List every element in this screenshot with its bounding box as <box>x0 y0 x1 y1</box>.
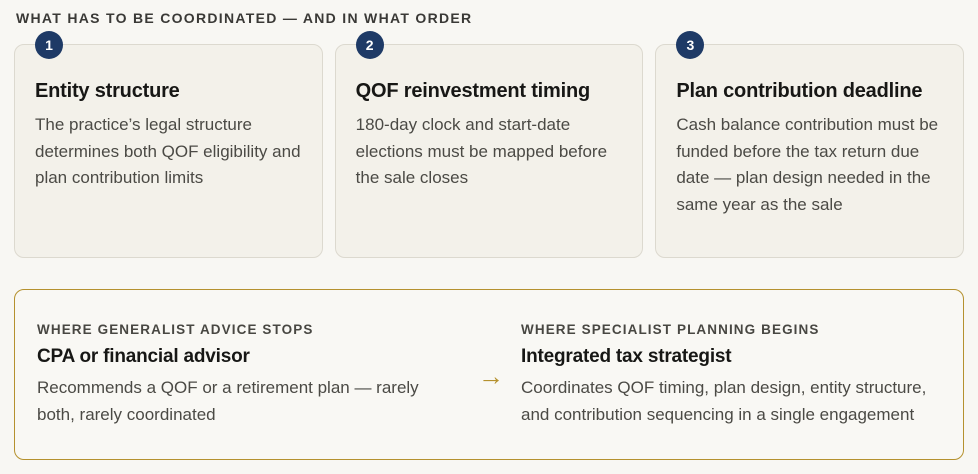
generalist-column: WHERE GENERALIST ADVICE STOPS CPA or fin… <box>37 321 461 428</box>
step-card-description: The practice’s legal structure determine… <box>35 115 301 187</box>
specialist-eyebrow: WHERE SPECIALIST PLANNING BEGINS <box>521 322 820 337</box>
step-card-description: Cash balance contribution must be funded… <box>676 115 939 214</box>
arrow-right-icon: → <box>478 360 504 391</box>
specialist-description: Coordinates QOF timing, plan design, ent… <box>521 378 927 424</box>
specialist-title: Integrated tax strategist <box>521 346 732 367</box>
section-title: WHAT HAS TO BE COORDINATED — AND IN WHAT… <box>16 10 473 26</box>
step-number-badge: 2 <box>355 31 384 59</box>
step-card-qof-timing: 2 QOF reinvestment timing 180-day clock … <box>334 31 644 258</box>
generalist-title: CPA or financial advisor <box>37 346 250 367</box>
step-number-badge: 3 <box>676 31 705 59</box>
step-card-title: Plan contribution deadline <box>676 80 923 102</box>
generalist-description: Recommends a QOF or a retirement plan — … <box>37 378 419 424</box>
step-card-title: Entity structure <box>35 80 180 102</box>
step-card-description: 180-day clock and start-date elections m… <box>355 115 608 187</box>
step-card-entity-structure: 1 Entity structure The practice’s legal … <box>14 31 323 258</box>
specialist-column: WHERE SPECIALIST PLANNING BEGINS Integra… <box>521 321 941 428</box>
coordination-steps: 1 Entity structure The practice’s legal … <box>14 31 965 258</box>
advisor-comparison-panel: WHERE GENERALIST ADVICE STOPS CPA or fin… <box>14 289 964 460</box>
step-card-plan-deadline: 3 Plan contribution deadline Cash balanc… <box>655 31 965 258</box>
step-card-title: QOF reinvestment timing <box>355 80 591 102</box>
generalist-eyebrow: WHERE GENERALIST ADVICE STOPS <box>37 322 314 337</box>
step-number-badge: 1 <box>35 31 63 59</box>
